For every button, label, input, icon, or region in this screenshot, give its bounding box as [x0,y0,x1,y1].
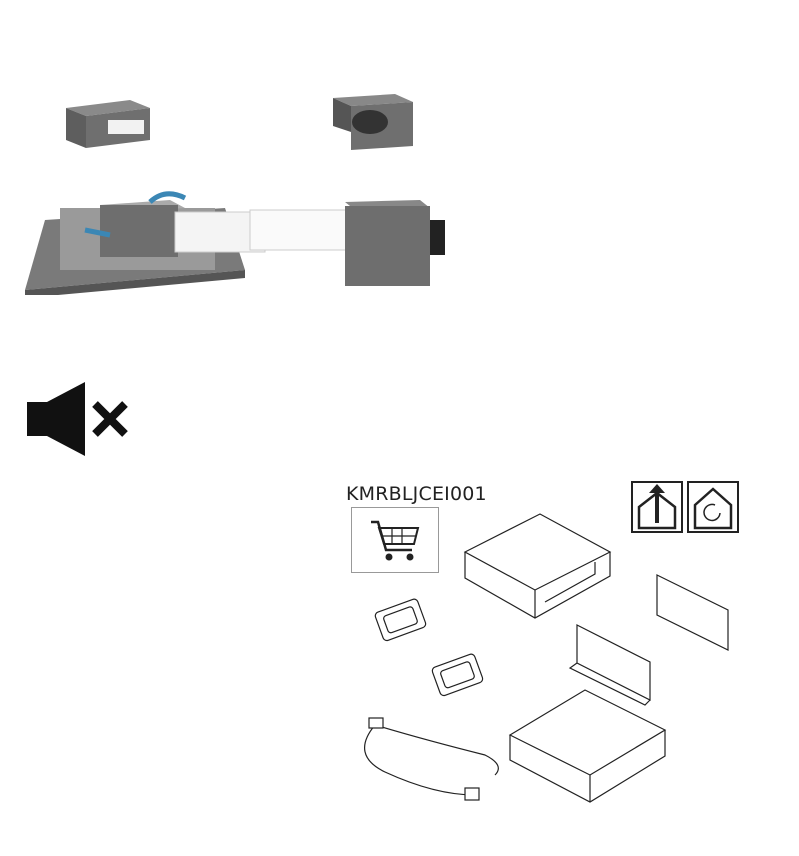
fan-box-illustration [333,94,413,150]
shopping-cart-icon-box [351,507,439,573]
housing-box [463,513,612,619]
flange-1 [374,598,427,642]
airflow-arrow-icon [84,227,111,238]
rotate-arrow-icon [148,191,187,204]
motor-box-illustration [66,100,150,148]
mute-icon [27,382,128,456]
shopping-cart-icon [371,520,420,561]
flange-2 [431,653,484,697]
panel [656,574,729,651]
recirculation-icon [687,481,739,533]
cable [364,717,499,801]
lower-box [508,689,667,803]
kit-code: KMRBLJCEI001 [346,483,487,505]
kit-parts-diagram [364,513,729,803]
assembly-illustration [25,191,445,295]
bracket [568,624,651,706]
ducted-extraction-icon [631,481,683,533]
